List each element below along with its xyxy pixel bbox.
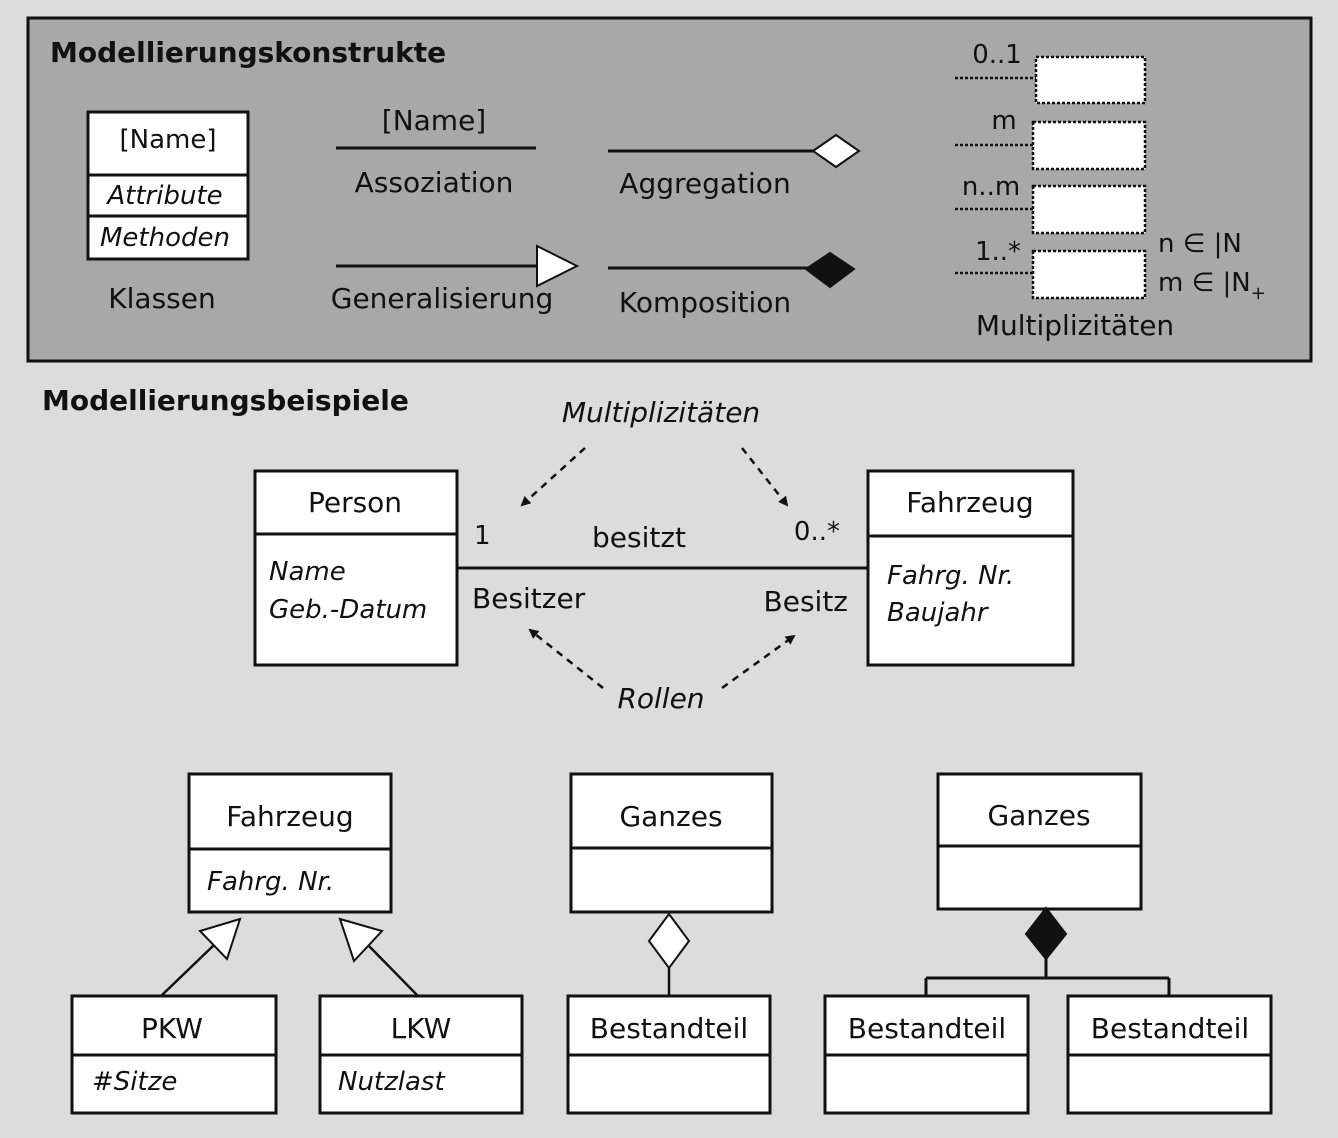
composition-construct: Komposition xyxy=(608,251,856,319)
composition-filled-diamond-icon xyxy=(1024,906,1068,961)
multiplicity-value: 1..* xyxy=(975,237,1021,267)
aggregation-whole-box xyxy=(569,772,774,914)
composition-whole-box xyxy=(936,772,1143,911)
composition-construct-label: Komposition xyxy=(619,286,791,319)
aggregation-construct: Aggregation xyxy=(608,133,861,200)
multiplicity-note-m: m ∈ |N+ xyxy=(1158,268,1266,304)
person-class-name: Person xyxy=(308,486,402,519)
multiplicity-construct: 0..1 m n..m 1..* n ∈ |N m ∈ |N+ Multipli… xyxy=(955,40,1266,342)
callout-arrow xyxy=(741,447,789,507)
callout-arrow xyxy=(520,447,586,507)
generalization-line xyxy=(160,944,215,997)
person-attribute: Geb.-Datum xyxy=(269,595,427,625)
multiplicity-value: n..m xyxy=(962,172,1020,202)
fahrzeug-class-name: Fahrzeug xyxy=(906,486,1033,519)
aggregation-example: Ganzes Bestandteil xyxy=(566,772,774,1115)
multiplicity-value: m xyxy=(991,106,1016,136)
association-multiplicity-right: 0..* xyxy=(794,517,840,547)
multiplicity-value: 0..1 xyxy=(972,40,1022,70)
lkw-class-attribute: Nutzlast xyxy=(338,1067,445,1097)
multiplicity-dotted-box xyxy=(1031,249,1147,300)
association-role-left: Besitzer xyxy=(472,582,586,615)
class-construct-box xyxy=(86,110,250,261)
aggregation-whole-name: Ganzes xyxy=(619,800,722,833)
multiplicity-note-n: n ∈ |N xyxy=(1158,229,1242,259)
class-construct-label: Klassen xyxy=(108,282,215,315)
fahrzeug-parent-box xyxy=(187,772,393,914)
aggregation-hollow-diamond-icon xyxy=(811,133,861,169)
examples-title: Modellierungsbeispiele xyxy=(42,384,409,417)
fahrzeug-attribute: Baujahr xyxy=(887,598,990,628)
composition-example: Ganzes Bestandteil Bestandteil xyxy=(823,772,1273,1115)
pkw-class-attribute: #Sitze xyxy=(92,1067,177,1097)
person-class-box xyxy=(253,469,459,667)
pkw-class-name: PKW xyxy=(141,1012,203,1045)
fahrzeug-attribute: Fahrg. Nr. xyxy=(887,561,1014,591)
generalization-construct: Generalisierung xyxy=(331,244,580,315)
association-construct-name: [Name] xyxy=(382,104,486,137)
constructs-title: Modellierungskonstrukte xyxy=(50,36,446,69)
roles-callout: Rollen xyxy=(617,682,704,715)
fahrzeug-class: Fahrzeug Fahrg. Nr. Baujahr xyxy=(866,469,1075,667)
multiplicity-callout: Multiplizitäten xyxy=(562,396,760,429)
association-construct: [Name] Assoziation xyxy=(336,104,536,199)
generalization-example: Fahrzeug Fahrg. Nr. PKW #Sitze LKW Nutzl… xyxy=(70,772,524,1115)
person-attribute: Name xyxy=(269,557,346,587)
person-class: Person Name Geb.-Datum xyxy=(253,469,459,667)
callout-arrow xyxy=(528,628,604,689)
composition-whole-name: Ganzes xyxy=(987,799,1090,832)
lkw-class-name: LKW xyxy=(391,1012,452,1045)
fahrzeug-parent-name: Fahrzeug xyxy=(226,800,353,833)
class-construct: [Name] Attribute Methoden Klassen xyxy=(86,110,250,315)
owns-association: 1 besitzt 0..* Besitzer Besitz xyxy=(457,517,868,618)
generalization-construct-label: Generalisierung xyxy=(331,282,554,315)
association-name: besitzt xyxy=(592,521,686,554)
aggregation-hollow-diamond-icon xyxy=(647,912,691,970)
multiplicity-construct-label: Multiplizitäten xyxy=(976,309,1174,342)
multiplicity-dotted-box xyxy=(1031,184,1147,235)
composition-part-name: Bestandteil xyxy=(1091,1012,1249,1045)
aggregation-part-name: Bestandteil xyxy=(590,1012,748,1045)
fahrzeug-class-box xyxy=(866,469,1075,667)
class-construct-attributes: Attribute xyxy=(105,181,222,211)
class-construct-name: [Name] xyxy=(120,125,217,155)
composition-filled-diamond-icon xyxy=(804,251,856,289)
fahrzeug-parent-attribute: Fahrg. Nr. xyxy=(207,867,334,897)
class-construct-methods: Methoden xyxy=(100,223,230,253)
generalization-triangle-icon xyxy=(338,917,384,963)
composition-part-name: Bestandteil xyxy=(848,1012,1006,1045)
generalization-line xyxy=(367,944,419,997)
aggregation-construct-label: Aggregation xyxy=(619,167,790,200)
multiplicity-dotted-box xyxy=(1031,120,1147,171)
association-role-right: Besitz xyxy=(764,585,848,618)
generalization-triangle-icon xyxy=(536,244,580,288)
callout-arrow xyxy=(721,634,796,690)
constructs-panel: Modellierungskonstrukte [Name] Attribute… xyxy=(26,16,1313,363)
multiplicity-dotted-box xyxy=(1034,55,1147,105)
association-multiplicity-left: 1 xyxy=(474,521,491,551)
association-construct-label: Assoziation xyxy=(355,166,514,199)
generalization-triangle-icon xyxy=(198,917,242,961)
